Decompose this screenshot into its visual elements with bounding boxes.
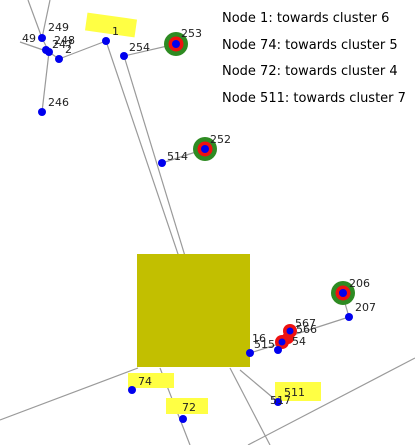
node-dot (201, 145, 209, 153)
node-label-254: 254 (129, 41, 150, 54)
node-dot (345, 313, 353, 321)
edge (239, 369, 279, 403)
node-dot (128, 386, 136, 394)
node-label-566: 566 (296, 323, 317, 336)
node-dot (286, 327, 294, 335)
node-label-16: 16 (252, 332, 266, 345)
legend: Node 1: towards cluster 6 Node 74: towar… (222, 6, 412, 112)
node-dot (38, 34, 46, 42)
node-label-252: 252 (210, 133, 231, 146)
edge (58, 40, 107, 60)
node-label-54: 54 (292, 335, 306, 348)
edge (289, 316, 350, 337)
node-label-74: 74 (138, 375, 152, 388)
highlight-mark (128, 373, 174, 388)
edge (247, 357, 415, 445)
node-label-515: 515 (254, 338, 275, 351)
node-dots (38, 34, 353, 423)
cluster-block (137, 254, 250, 367)
legend-line-node-511: Node 511: towards cluster 7 (222, 90, 406, 106)
edge (123, 55, 186, 257)
node-dot (120, 52, 128, 60)
legend-line-node-74: Node 74: towards cluster 5 (222, 37, 398, 53)
node-dot (38, 108, 46, 116)
node-label-206: 206 (349, 277, 370, 290)
node-label-249: 249 (48, 21, 69, 34)
node-dot (246, 349, 254, 357)
node-label-253: 253 (181, 27, 202, 40)
legend-line-node-1: Node 1: towards cluster 6 (222, 11, 390, 26)
node-dot (278, 338, 286, 346)
highlight-marks (84, 12, 321, 414)
legend-line-node-72: Node 72: towards cluster 4 (222, 64, 398, 79)
node-label-2: 2 (65, 43, 72, 56)
edge (229, 367, 271, 445)
edge (0, 367, 139, 421)
edge (27, 0, 43, 39)
node-label-246: 246 (48, 96, 69, 109)
highlight-mark (166, 398, 208, 414)
node-label-248: 248 (54, 34, 75, 47)
node-labels: 49 249 248 247 2 246 1 254 253 514 252 2… (22, 21, 376, 414)
node-dot (158, 159, 166, 167)
node-label-207: 207 (355, 301, 376, 314)
node-dot (45, 48, 53, 56)
node-dot (179, 415, 187, 423)
highlight-mark (275, 382, 321, 401)
edge (41, 51, 50, 113)
node-dot (274, 398, 282, 406)
node-label-247: 247 (52, 38, 73, 51)
node-dot (339, 289, 347, 297)
edge (105, 40, 181, 261)
node-dot (102, 37, 110, 45)
node-label-72: 72 (182, 401, 196, 414)
node-label-567: 567 (295, 317, 316, 330)
highlight-mark (84, 12, 138, 38)
node-label-511: 511 (284, 386, 305, 399)
node-dot (274, 346, 282, 354)
node-label-514: 514 (167, 150, 188, 163)
node-label-49: 49 (22, 32, 36, 45)
node-dot (172, 40, 180, 48)
node-label-517: 517 (270, 394, 291, 407)
node-dot (55, 55, 63, 63)
node-label-1: 1 (112, 25, 119, 38)
edge (41, 0, 51, 39)
